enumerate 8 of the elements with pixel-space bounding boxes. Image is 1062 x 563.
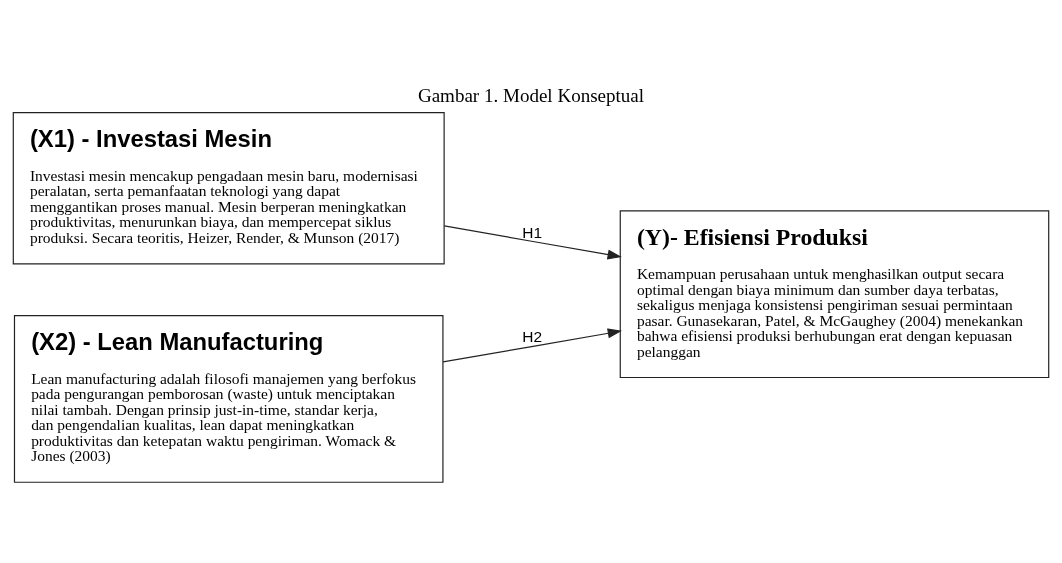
node-box: (Y)- Efisiensi Produksi Kemampuan perusahaan untuk menghasilkan output secara optimal dengan biaya minimum dan sumber daya terbatas, sekaligus menjaga konsistensi pengiriman sesuai permintaan pasar. Gunasekaran, Patel, & McGaughey (2004) menekankan bahwa efisiensi produksi berhubungan erat dengan kepuasan pelanggan (619, 209, 1050, 378)
edge-label: H2 (522, 327, 543, 345)
node-box: (X2) - Lean Manufacturing Lean manufacturing adalah filosofi manajemen yang berfokus pada pengurangan pemborosan (waste) untuk menciptakan nilai tambah. Dengan prinsip just-in-time, standar kerja, dan pengendalian kualitas, lean dapat meningkatkan produktivitas dan ketepatan waktu pengiriman. Womack & Jones (2003) (13, 314, 444, 483)
diagram-title: Gambar 1. Model Konseptual (417, 84, 645, 106)
node-box: (X1) - Investasi Mesin Investasi mesin mencakup pengadaan mesin baru, modernisasi peralatan, serta pemanfaatan teknologi yang dapat menggantikan proses manual. Mesin berperan meningkatkan produktivitas, menurunkan biaya, dan mempercepat siklus produksi. Secara teoritis, Heizer, Render, & Munson (2017) (12, 111, 445, 264)
arrow (443, 224, 622, 260)
arrow (442, 327, 622, 363)
edge-label: H1 (522, 223, 543, 241)
